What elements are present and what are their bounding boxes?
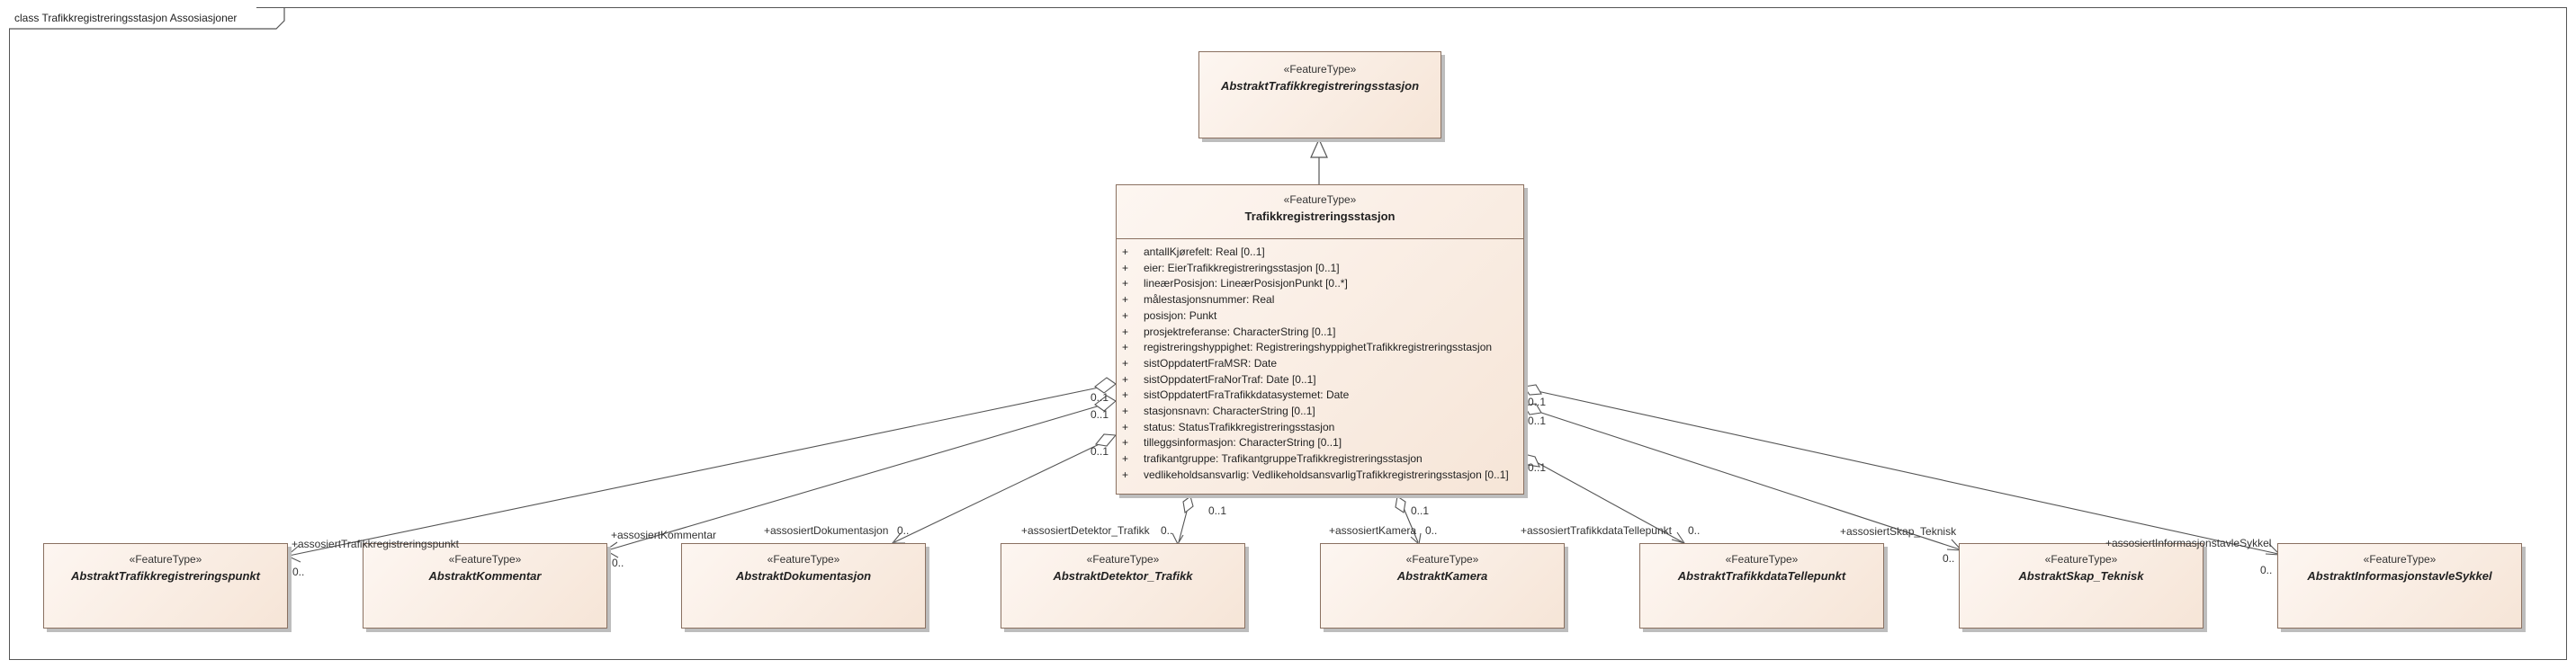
attribute: +målestasjonsnummer: Real: [1122, 293, 1275, 307]
source-multiplicity: 0..1: [1411, 504, 1430, 517]
target-multiplicity: 0..: [292, 566, 305, 578]
attribute: +eier: EierTrafikkregistreringsstasjon […: [1122, 261, 1340, 274]
stereotype-label: «FeatureType»: [1283, 63, 1357, 76]
source-multiplicity: 0..1: [1091, 408, 1109, 421]
class-name: AbstraktKamera: [1396, 569, 1488, 583]
stereotype-label: «FeatureType»: [1283, 193, 1357, 206]
target-multiplicity: 0..: [1688, 524, 1701, 537]
class-abstrakt-skap-teknisk[interactable]: «FeatureType» AbstraktSkap_Teknisk: [1959, 543, 2204, 629]
association-skap: [1523, 403, 1963, 551]
frame-title-tab: [9, 7, 285, 30]
attribute: +prosjektreferanse: CharacterString [0..…: [1122, 325, 1336, 338]
class-abstrakt-trafikkregistreringsstasjon[interactable]: «FeatureType» AbstraktTrafikkregistrerin…: [1198, 51, 1441, 138]
stereotype-label: «FeatureType»: [2044, 553, 2118, 566]
attribute: +antallKjørefelt: Real [0..1]: [1122, 245, 1265, 258]
stereotype-label: «FeatureType»: [1725, 553, 1799, 566]
stereotype-label: «FeatureType»: [448, 553, 522, 566]
class-name: AbstraktTrafikkdataTellepunkt: [1677, 569, 1846, 583]
target-multiplicity: 0..: [1425, 524, 1438, 537]
attribute: +sistOppdatertFraTrafikkdatasystemet: Da…: [1122, 388, 1350, 402]
generalization-arrowhead: [1310, 138, 1328, 158]
attribute: +status: StatusTrafikkregistreringsstasj…: [1122, 420, 1335, 433]
association-detektor: [1171, 495, 1194, 546]
class-header: «FeatureType» Trafikkregistreringsstasjo…: [1117, 193, 1523, 239]
attribute: +posisjon: Punkt: [1122, 308, 1217, 322]
role-label: +assosiertTrafikkregistreringspunkt: [292, 538, 459, 550]
role-label: +assosiertDetektor_Trafikk: [1021, 524, 1150, 537]
class-abstrakt-dokumentasjon[interactable]: «FeatureType» AbstraktDokumentasjon: [681, 543, 926, 629]
class-trafikkregistreringsstasjon[interactable]: «FeatureType» Trafikkregistreringsstasjo…: [1116, 184, 1524, 495]
class-abstrakt-trafikkdata-tellepunkt[interactable]: «FeatureType» AbstraktTrafikkdataTellepu…: [1639, 543, 1884, 629]
attribute: +stasjonsnavn: CharacterString [0..1]: [1122, 405, 1315, 418]
class-name: AbstraktDetektor_Trafikk: [1053, 569, 1193, 583]
class-abstrakt-kamera[interactable]: «FeatureType» AbstraktKamera: [1320, 543, 1565, 629]
source-multiplicity: 0..1: [1528, 396, 1547, 408]
attribute: +vedlikeholdsansvarlig: Vedlikeholdsansv…: [1122, 468, 1509, 481]
target-multiplicity: 0..: [612, 557, 624, 569]
source-multiplicity: 0..1: [1091, 445, 1109, 458]
stereotype-label: «FeatureType»: [1405, 553, 1479, 566]
stereotype-label: «FeatureType»: [1086, 553, 1160, 566]
attribute: +registreringshyppighet: Registreringshy…: [1122, 341, 1493, 354]
source-multiplicity: 0..1: [1528, 461, 1547, 474]
attribute: +sistOppdatertFraNorTraf: Date [0..1]: [1122, 372, 1316, 386]
source-multiplicity: 0..1: [1208, 504, 1227, 517]
association-informasjonstavle: [1523, 384, 2282, 556]
diagram-frame: [9, 7, 2567, 660]
target-multiplicity: 0..: [897, 524, 910, 537]
class-name: AbstraktTrafikkregistreringspunkt: [71, 569, 260, 583]
class-name: AbstraktKommentar: [428, 569, 542, 583]
class-name: Trafikkregistreringsstasjon: [1244, 210, 1396, 223]
class-name: AbstraktInformasjonstavleSykkel: [2307, 569, 2492, 583]
source-multiplicity: 0..1: [1528, 415, 1547, 427]
attribute-list: +antallKjørefelt: Real [0..1] +eier: Eie…: [1117, 239, 1523, 484]
attribute: +trafikantgruppe: TrafikantgruppeTrafikk…: [1122, 452, 1423, 466]
role-label: +assosiertKommentar: [611, 529, 717, 541]
role-label: +assosiertInformasjonstavleSykkel: [2105, 537, 2272, 549]
attribute: +sistOppdatertFraMSR: Date: [1122, 356, 1278, 370]
role-label: +assosiertTrafikkdataTellepunkt: [1521, 524, 1672, 537]
attribute: +lineærPosisjon: LineærPosisjonPunkt [0.…: [1122, 277, 1348, 290]
class-abstrakt-detektor-trafikk[interactable]: «FeatureType» AbstraktDetektor_Trafikk: [1001, 543, 1245, 629]
target-multiplicity: 0..: [2260, 564, 2273, 576]
class-abstrakt-trafikkregistreringspunkt[interactable]: «FeatureType» AbstraktTrafikkregistrerin…: [43, 543, 288, 629]
attribute: +tilleggsinformasjon: CharacterString [0…: [1122, 436, 1342, 450]
target-multiplicity: 0..: [1161, 524, 1173, 537]
target-multiplicity: 0..: [1943, 552, 1955, 565]
role-label: +assosiertDokumentasjon: [764, 524, 889, 537]
role-label: +assosiertKamera: [1329, 524, 1417, 537]
class-abstrakt-informasjonstavle-sykkel[interactable]: «FeatureType» AbstraktInformasjonstavleS…: [2277, 543, 2522, 629]
association-kamera: [1395, 495, 1422, 546]
frame-title: class Trafikkregistreringsstasjon Assosi…: [9, 7, 257, 29]
stereotype-label: «FeatureType»: [129, 553, 202, 566]
class-name: AbstraktSkap_Teknisk: [2018, 569, 2144, 583]
stereotype-label: «FeatureType»: [767, 553, 840, 566]
class-name: AbstraktDokumentasjon: [735, 569, 872, 583]
role-label: +assosiertSkap_Teknisk: [1840, 525, 1957, 538]
stereotype-label: «FeatureType»: [2363, 553, 2437, 566]
source-multiplicity: 0..1: [1091, 391, 1109, 404]
class-name: AbstraktTrafikkregistreringsstasjon: [1220, 79, 1420, 93]
class-abstrakt-kommentar[interactable]: «FeatureType» AbstraktKommentar: [363, 543, 607, 629]
